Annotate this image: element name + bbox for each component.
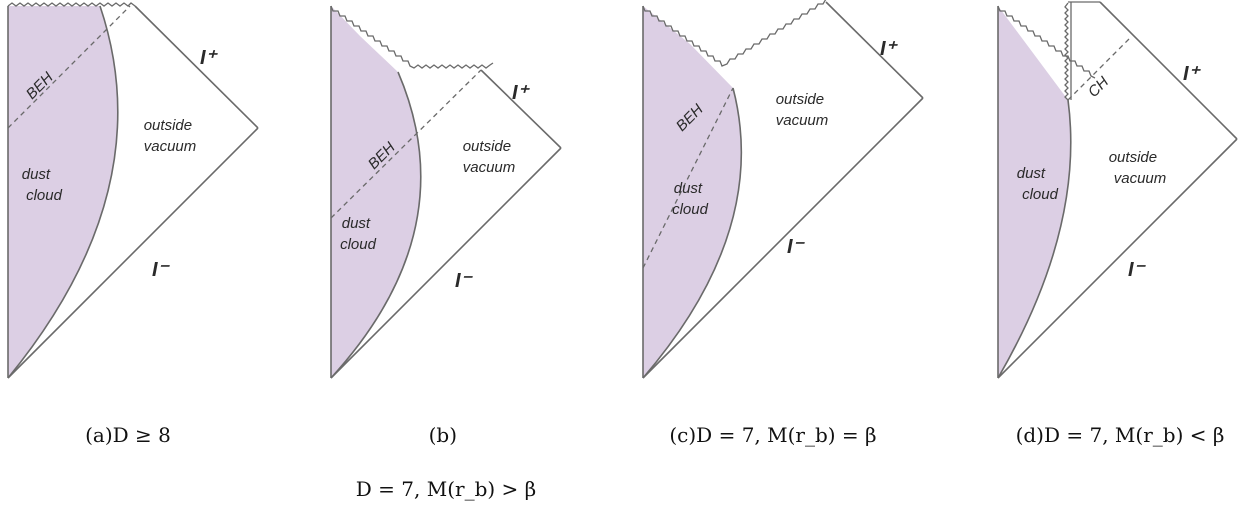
outside-vacuum-label: outside vacuum [463, 138, 516, 176]
past-null-infinity-label: I⁻ [455, 270, 474, 292]
caption-line2: D = 7, M(r_b) > β [356, 477, 536, 501]
outside-label-line1: outside [1109, 149, 1157, 166]
singularity-line [330, 5, 494, 69]
panel-caption: (a)D ≥ 8 [85, 423, 171, 447]
future-null-infinity-label: I⁺ [880, 38, 899, 60]
outside-vacuum-label: outside vacuum [144, 117, 197, 155]
panel-a: BEH outside vacuum dust cloud I⁺ I⁻ (a)D… [7, 2, 259, 447]
outside-label-line2: vacuum [1114, 170, 1167, 187]
past-null-infinity-line [7, 127, 259, 379]
past-null-infinity-label: I⁻ [152, 259, 171, 281]
singularity-line [642, 0, 827, 67]
panel-caption: (c)D = 7, M(r_b) = β [669, 423, 876, 447]
horizon-label: CH [1085, 73, 1112, 100]
past-null-infinity-label: I⁻ [1128, 259, 1147, 281]
outside-label-line2: vacuum [776, 112, 829, 129]
dust-cloud-region [643, 6, 742, 378]
caption-line1: (d)D = 7, M(r_b) < β [1016, 423, 1225, 447]
outside-label-line1: outside [776, 91, 824, 108]
future-null-infinity-label: I⁺ [1183, 63, 1202, 85]
dust-cloud-label: dust cloud [1017, 165, 1059, 203]
panel-caption: (d)D = 7, M(r_b) < β [1016, 423, 1225, 447]
cloud-boundary-line [997, 99, 1072, 379]
caption-line1: (c)D = 7, M(r_b) = β [669, 423, 876, 447]
cloud-boundary-line [7, 5, 119, 379]
panel-caption: (b) D = 7, M(r_b) > β [356, 423, 536, 501]
cloud-label-line1: dust [674, 180, 703, 197]
outside-vacuum-label: outside vacuum [776, 91, 829, 129]
outside-label-line2: vacuum [463, 159, 516, 176]
caption-line1: (a)D ≥ 8 [85, 423, 171, 447]
singularity-line [997, 5, 1096, 79]
past-null-infinity-line [330, 147, 562, 379]
panel-b: BEH outside vacuum dust cloud I⁺ I⁻ (b) … [330, 5, 562, 501]
dust-cloud-label: dust cloud [672, 180, 709, 218]
horizon-line [7, 5, 131, 129]
future-null-infinity-line [825, 1, 924, 99]
horizon-line-extension [1099, 37, 1131, 69]
dust-cloud-label: dust cloud [22, 166, 63, 204]
future-null-infinity-line [480, 69, 562, 149]
singularity-line [7, 2, 136, 7]
cloud-label-line1: dust [22, 166, 51, 183]
panel-c: BEH outside vacuum dust cloud I⁺ I⁻ (c)D… [642, 0, 924, 447]
dust-cloud-region [8, 6, 118, 378]
past-null-infinity-line [642, 97, 924, 379]
outside-vacuum-label: outside vacuum [1109, 149, 1167, 187]
future-null-infinity-line [134, 5, 259, 129]
horizon-line [1067, 67, 1101, 101]
cloud-label-line2: cloud [26, 187, 63, 204]
dust-cloud-region [998, 6, 1071, 378]
cloud-boundary-line [642, 87, 743, 379]
panel-d: CH outside vacuum dust cloud I⁺ I⁻ (d)D … [997, 1, 1238, 447]
cloud-label-line2: cloud [1022, 186, 1059, 203]
past-null-infinity-label: I⁻ [787, 236, 806, 258]
caption-line1: (b) [429, 423, 457, 447]
horizon-line [642, 87, 734, 269]
cloud-label-line2: cloud [340, 236, 377, 253]
cauchy-horizon-singularity [1064, 2, 1069, 101]
cloud-label-line1: dust [1017, 165, 1046, 182]
dust-cloud-label: dust cloud [340, 215, 377, 253]
outside-label-line1: outside [144, 117, 192, 134]
future-null-infinity-label: I⁺ [200, 47, 219, 69]
future-null-infinity-line [1099, 1, 1238, 140]
outside-label-line2: vacuum [144, 138, 197, 155]
dust-cloud-region [331, 6, 421, 378]
outside-label-line1: outside [463, 138, 511, 155]
cloud-boundary-line [330, 71, 422, 379]
cloud-label-line2: cloud [672, 201, 709, 218]
horizon-line [330, 69, 482, 219]
past-null-infinity-line [997, 138, 1238, 379]
future-null-infinity-label: I⁺ [512, 82, 531, 104]
cloud-label-line1: dust [342, 215, 371, 232]
